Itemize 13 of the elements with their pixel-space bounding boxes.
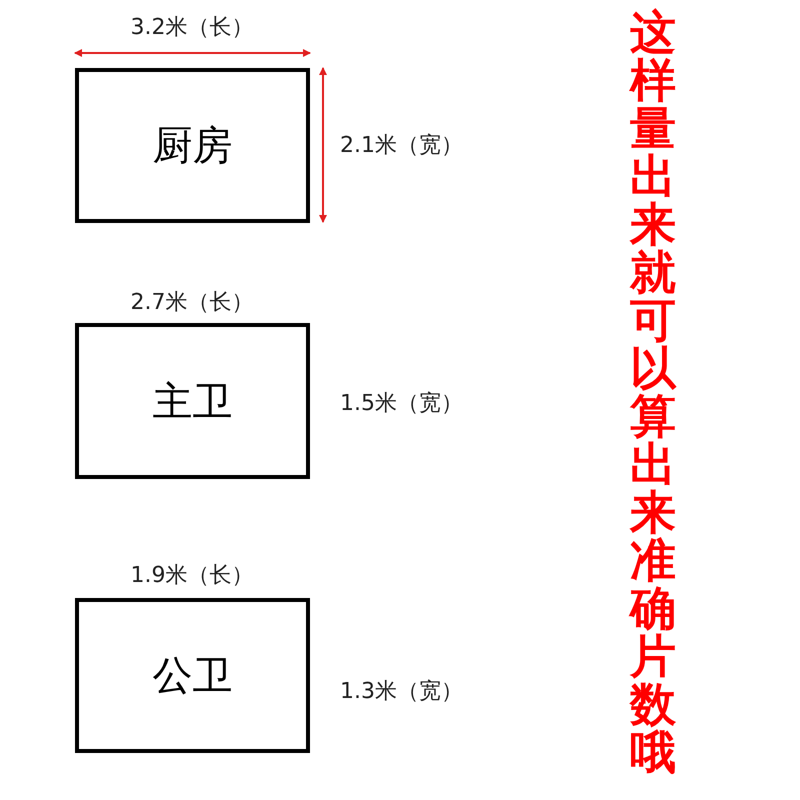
- room-name: 厨房: [152, 122, 232, 171]
- dimension-label: 1.9米（长）: [130, 562, 254, 590]
- dimension-label: 1.3米（宽）: [340, 678, 463, 706]
- note-text: 这样量出来就可以算出来准确片数哦: [630, 8, 676, 776]
- dimension-label: 2.7米（长）: [130, 289, 254, 317]
- room-box: [75, 323, 310, 479]
- dimension-label: 1.5米（宽）: [340, 390, 463, 418]
- dimension-label: 2.1米（宽）: [340, 132, 463, 160]
- room-box: [75, 598, 310, 753]
- room-name: 主卫: [152, 378, 232, 426]
- dimension-label: 3.2米（长）: [130, 14, 254, 42]
- room-box: [75, 68, 310, 223]
- room-name: 公卫: [152, 652, 232, 701]
